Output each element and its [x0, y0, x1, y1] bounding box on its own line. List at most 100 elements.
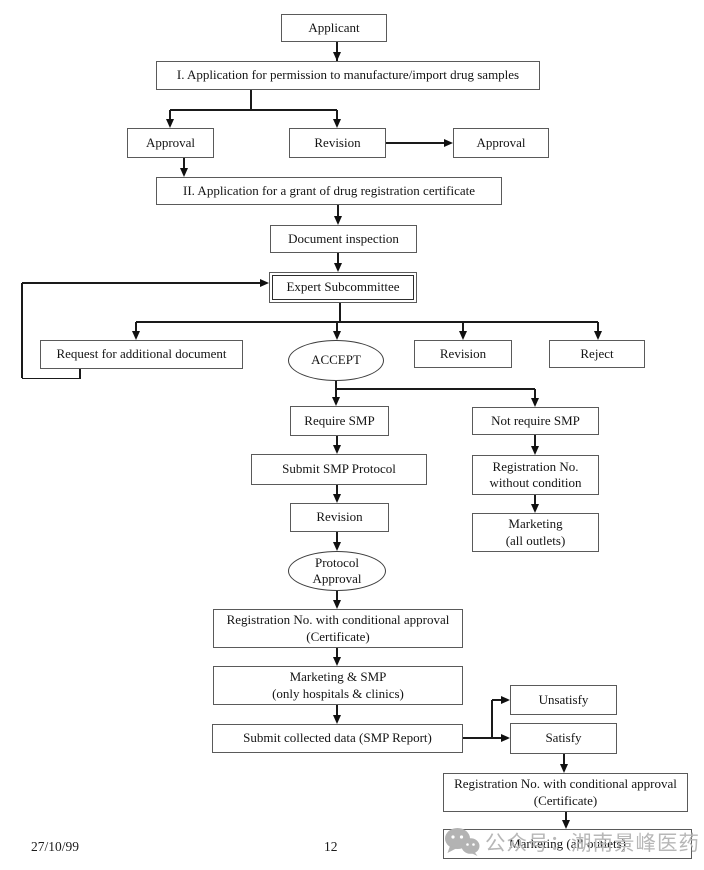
- arrowhead-down-icon: [332, 600, 341, 609]
- node-label: Satisfy: [545, 730, 582, 746]
- connector-line: [492, 699, 502, 701]
- node-label: Submit SMP Protocol: [282, 461, 396, 477]
- connector-line: [597, 322, 599, 332]
- connector-line: [386, 142, 444, 144]
- arrowhead-down-icon: [179, 168, 188, 177]
- connector-line: [463, 737, 492, 739]
- arrowhead-down-icon: [561, 820, 570, 829]
- node-marketing-smp: Marketing & SMP(only hospitals & clinics…: [213, 666, 463, 705]
- node-require-smp: Require SMP: [290, 406, 389, 436]
- arrowhead-down-icon: [331, 397, 340, 406]
- node-request-additional-document: Request for additional document: [40, 340, 243, 369]
- node-label: Approval: [476, 134, 526, 150]
- node-applicant: Applicant: [281, 14, 387, 42]
- connector-line: [336, 388, 535, 390]
- node-label: Applicant: [308, 19, 360, 35]
- node-label-line2: (only hospitals & clinics): [272, 685, 404, 701]
- arrowhead-down-icon: [530, 504, 539, 513]
- node-label: Request for additional document: [56, 346, 227, 362]
- arrowhead-down-icon: [530, 446, 539, 455]
- node-submit-smp-protocol: Submit SMP Protocol: [251, 454, 427, 485]
- connector-line: [21, 283, 23, 378]
- connector-line: [135, 322, 137, 332]
- node-label: Marketing (all outlets): [509, 835, 626, 851]
- connector-line: [339, 303, 341, 322]
- node-registration-conditional-2: Registration No. with conditional approv…: [443, 773, 688, 812]
- connector-line: [336, 648, 338, 658]
- node-unsatisfy: Unsatisfy: [510, 685, 617, 715]
- node-reject: Reject: [549, 340, 645, 368]
- connector-line: [169, 110, 171, 121]
- node-registration-no-without-condition: Registration No.without condition: [472, 455, 599, 495]
- connector-line: [22, 377, 80, 379]
- node-label-line1: Registration No.: [492, 458, 579, 474]
- node-satisfy: Satisfy: [510, 723, 617, 754]
- connector-line: [336, 591, 338, 601]
- connector-line: [462, 322, 464, 332]
- connector-line: [336, 436, 338, 446]
- node-document-inspection: Document inspection: [270, 225, 417, 253]
- node-label: Revision: [316, 509, 363, 525]
- connector-line: [336, 322, 338, 331]
- node-label: Unsatisfy: [538, 691, 589, 707]
- connector-line: [565, 812, 567, 821]
- node-label: Expert Subcommittee: [286, 279, 400, 295]
- arrowhead-right-icon: [260, 278, 269, 287]
- node-step2-registration-certificate: II. Application for a grant of drug regi…: [156, 177, 502, 205]
- node-label: Not require SMP: [491, 412, 580, 428]
- node-label: ACCEPT: [311, 352, 361, 368]
- node-label-line2: Approval: [312, 571, 362, 586]
- footer-page-number: 12: [324, 839, 338, 854]
- connector-line: [534, 435, 536, 447]
- connector-line: [336, 705, 338, 716]
- node-submit-collected-data: Submit collected data (SMP Report): [212, 724, 463, 753]
- node-expert-subcommittee: Expert Subcommittee: [269, 272, 417, 303]
- node-accept: ACCEPT: [288, 340, 384, 381]
- node-label-line1: Marketing: [508, 516, 563, 532]
- arrowhead-right-icon: [501, 733, 510, 742]
- arrowhead-down-icon: [593, 331, 602, 340]
- node-revision-lower: Revision: [290, 503, 389, 532]
- arrowhead-down-icon: [332, 445, 341, 454]
- arrowhead-down-icon: [131, 331, 140, 340]
- node-label: Reject: [580, 345, 614, 361]
- arrowhead-down-icon: [332, 494, 341, 503]
- connector-line: [336, 532, 338, 543]
- arrowhead-down-icon: [333, 263, 342, 272]
- node-label-line2: without condition: [489, 475, 582, 490]
- arrowhead-down-icon: [333, 216, 342, 225]
- connector-line: [337, 253, 339, 264]
- arrowhead-down-icon: [165, 119, 174, 128]
- connector-line: [170, 109, 337, 111]
- node-approval-right: Approval: [453, 128, 549, 158]
- node-label-line2: (all outlets): [505, 532, 566, 548]
- node-revision-mid: Revision: [414, 340, 512, 368]
- connector-line: [534, 495, 536, 505]
- connector-line: [336, 42, 338, 61]
- node-registration-conditional-1: Registration No. with conditional approv…: [213, 609, 463, 648]
- arrowhead-right-icon: [501, 695, 510, 704]
- connector-line: [22, 282, 261, 284]
- connector-line: [534, 389, 536, 399]
- footer-date: 27/10/99: [31, 839, 80, 854]
- connector-line: [337, 205, 339, 217]
- node-revision-top: Revision: [289, 128, 386, 158]
- arrowhead-down-icon: [332, 119, 341, 128]
- connector-line: [336, 485, 338, 495]
- connector-line: [335, 381, 337, 398]
- node-label: Revision: [314, 134, 361, 150]
- node-label: Submit collected data (SMP Report): [243, 730, 432, 746]
- node-label-line1: Protocol: [314, 554, 360, 570]
- arrowhead-down-icon: [559, 764, 568, 773]
- node-label: II. Application for a grant of drug regi…: [182, 182, 476, 198]
- connector-line: [250, 90, 252, 110]
- arrowhead-down-icon: [332, 715, 341, 724]
- node-label: Require SMP: [304, 412, 375, 428]
- node-approval-left: Approval: [127, 128, 214, 158]
- arrowhead-right-icon: [444, 138, 453, 147]
- arrowhead-down-icon: [458, 331, 467, 340]
- arrowhead-down-icon: [530, 398, 539, 407]
- node-label-line2: (Certificate): [533, 792, 598, 808]
